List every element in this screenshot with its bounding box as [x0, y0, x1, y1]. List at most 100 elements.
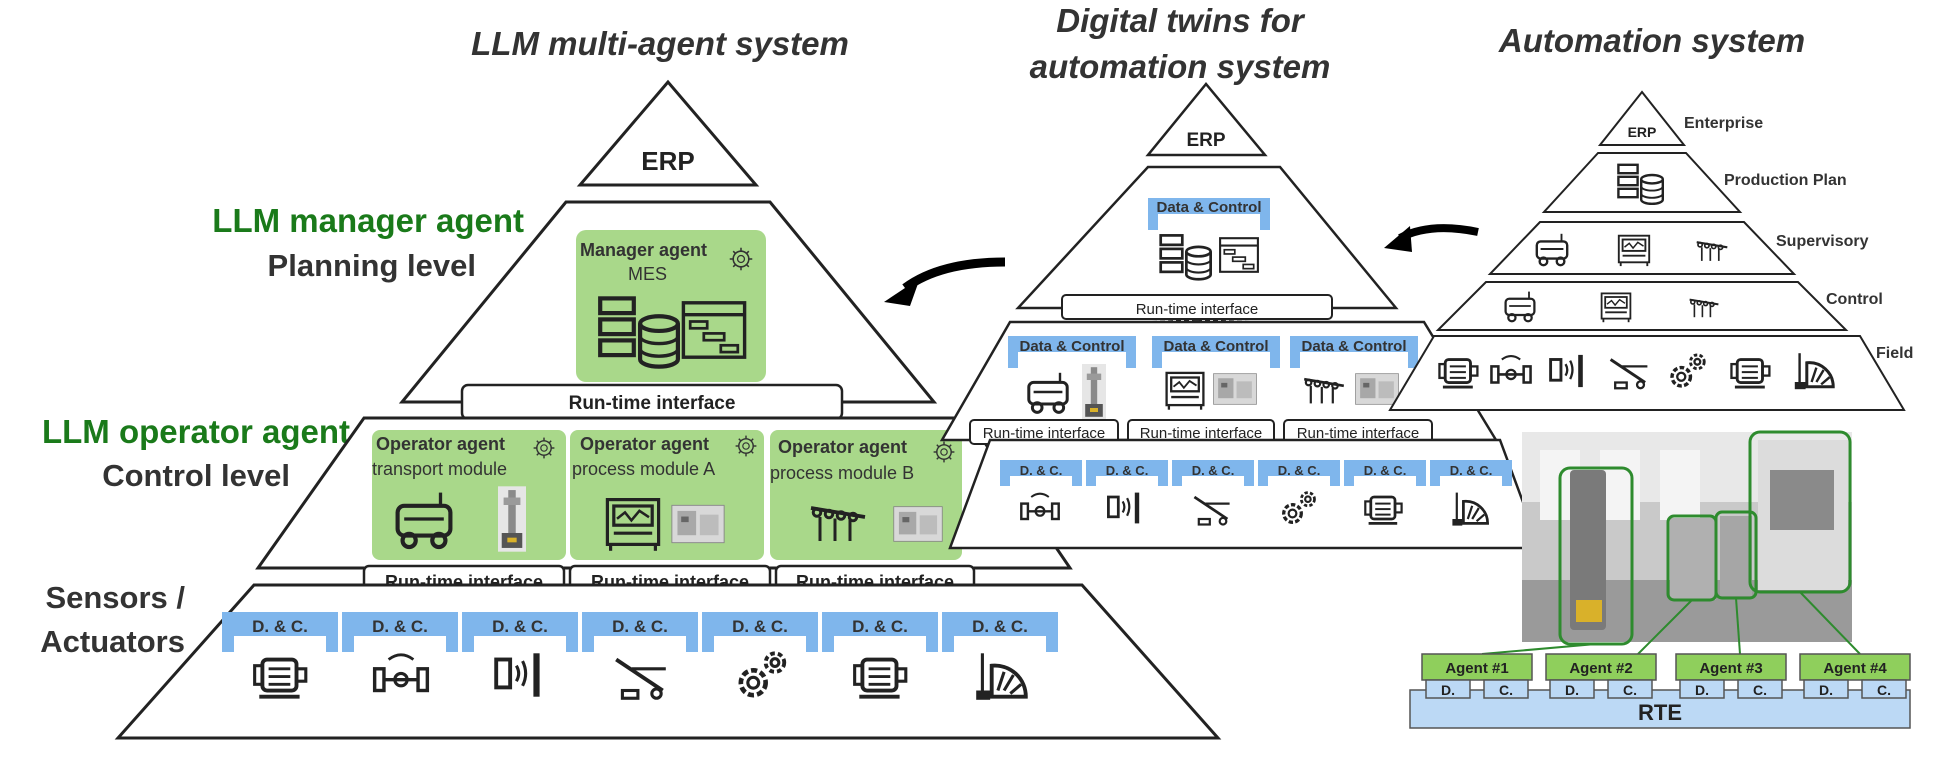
dc-tab-notch: [354, 636, 446, 656]
dc-tab-notch: [1018, 352, 1126, 372]
operator-agent-title-1: Operator agent: [376, 434, 505, 454]
right-erp-label: ERP: [1628, 124, 1657, 140]
agent-c-label: C.: [1623, 682, 1637, 698]
leader-line: [1735, 597, 1741, 655]
agent-d-box: [1549, 679, 1595, 699]
agent-d-label: D.: [1819, 682, 1833, 698]
agent-label: Agent #4: [1823, 660, 1887, 677]
agent-d-box: [1679, 679, 1725, 699]
operator-agent-title-2: Operator agent: [580, 434, 709, 454]
dc-tab-label: D. & C.: [1020, 463, 1063, 478]
level-supervisory: Supervisory: [1776, 233, 1869, 250]
right-pyramid: ERP Enterprise Production Plan Superviso…: [1388, 90, 1913, 411]
dc-tab-label: D. & C.: [732, 617, 788, 636]
agent-c-box: [1737, 679, 1783, 699]
right-erp-tier: [1597, 90, 1687, 146]
process-machine-icon: [605, 497, 661, 553]
arrow-head-left: [884, 278, 920, 306]
dc-tab: D. & C.: [222, 612, 338, 699]
agent-c-label: C.: [1877, 682, 1891, 698]
mid-data-control-top-label: Data & Control: [1157, 199, 1262, 216]
label-planning-level: Planning level: [268, 248, 476, 283]
agent-box[interactable]: [1545, 653, 1657, 681]
agent-d-label: D.: [1695, 682, 1709, 698]
dc-tab-notch: [1010, 476, 1072, 490]
rte-label: RTE: [1638, 700, 1682, 725]
dc-tab-label: D. & C.: [252, 617, 308, 636]
manager-agent-box[interactable]: [576, 230, 766, 382]
dc-tab-notch: [234, 636, 326, 656]
title-automation-system: Automation system: [1498, 22, 1805, 59]
agent-block[interactable]: Agent #4 D. C.: [1799, 653, 1911, 699]
process-module-photo: [1355, 373, 1399, 405]
field-tier: [114, 583, 1222, 740]
dc-tab-label: D. & C.: [612, 617, 668, 636]
agent-block[interactable]: Agent #3D.C.: [1675, 653, 1787, 699]
dc-tab-notch: [1300, 352, 1408, 372]
agent-c-box: [1861, 679, 1907, 699]
dc-tab-label: D. & C.: [972, 617, 1028, 636]
process-machine-photo: [671, 504, 725, 544]
dc-tab-label: D. & C.: [372, 617, 428, 636]
data-control-label: Data & Control: [1164, 338, 1269, 355]
dc-tab: D. & C.: [702, 612, 818, 695]
agent-d-label: D.: [1441, 682, 1455, 698]
agent-label: Agent #1: [1445, 660, 1508, 677]
agent-c-box: [1483, 679, 1529, 699]
dc-tab-notch: [1182, 476, 1244, 490]
dc-tab-notch: [834, 636, 926, 656]
agent-box[interactable]: [1799, 653, 1911, 681]
factory-photo: [1481, 430, 1861, 655]
left-pyramid: ERP Manager agent MES Run-time interface…: [114, 79, 1222, 740]
label-sensors: Sensors /: [45, 580, 185, 615]
dc-tab-notch: [594, 636, 686, 656]
arrow-to-llm-system: [902, 257, 1006, 292]
leader-line: [1637, 599, 1693, 655]
agent-box[interactable]: [1675, 653, 1787, 681]
tab-notch: [1158, 214, 1260, 234]
agent-box[interactable]: [1421, 653, 1533, 681]
right-field-tier: [1388, 335, 1906, 411]
dc-tab: D. & C.: [582, 612, 698, 701]
agent-c-label: C.: [1499, 682, 1513, 698]
agent-c-box: [1607, 679, 1653, 699]
erp-label: ERP: [641, 146, 694, 176]
mid-rti-2-label: Run-time interface: [1140, 425, 1263, 442]
level-control: Control: [1826, 291, 1883, 308]
arrow-to-digital-twin: [1398, 224, 1479, 242]
operator-agent-title-3: Operator agent: [778, 437, 907, 457]
robot-photo: [1082, 364, 1106, 420]
operator-agent-sub-2: process module A: [572, 459, 715, 479]
dc-tab-label: D. & C.: [1278, 463, 1321, 478]
label-actuators: Actuators: [40, 624, 185, 659]
data-control-label: Data & Control: [1302, 338, 1407, 355]
dc-tab-label: D. & C.: [1364, 463, 1407, 478]
label-llm-manager-agent: LLM manager agent: [212, 202, 524, 239]
dc-tab: D. & C.: [822, 612, 938, 699]
process-module-photo: [893, 506, 943, 542]
dc-tab-notch: [954, 636, 1046, 656]
dc-tab: D. & C.: [462, 612, 578, 699]
dc-tab: D. & C.: [342, 612, 458, 693]
mid-rti-1-label: Run-time interface: [983, 425, 1106, 442]
agent-block[interactable]: Agent #1 D. C.: [1421, 653, 1533, 699]
agent-d-box: [1425, 679, 1471, 699]
title-llm-multi-agent-system: LLM multi-agent system: [471, 25, 849, 62]
dc-tab-notch: [714, 636, 806, 656]
dc-tab-label: D. & C.: [852, 617, 908, 636]
process-machine-photo: [1213, 373, 1257, 405]
mid-runtime-interface: [1061, 294, 1333, 320]
manager-agent-mes: MES: [628, 264, 667, 284]
operator-agent-sub-1: transport module: [372, 459, 507, 479]
leader-line: [1481, 643, 1597, 655]
level-production-plan: Production Plan: [1724, 172, 1847, 189]
title-digital-twins-line1: Digital twins for: [1056, 2, 1306, 39]
dc-tab-notch: [474, 636, 566, 656]
dc-tabs-left: D. & C. D. & C. D. & C. D. & C. D. & C. D. & …: [222, 612, 1058, 702]
mid-erp-label: ERP: [1186, 130, 1225, 151]
agents-rte-panel: RTE Agent #1D.C.Agent #2D.C.Agent #3D.C.…: [1409, 653, 1911, 729]
agent-block[interactable]: Agent #2D.C.: [1545, 653, 1657, 699]
level-enterprise: Enterprise: [1684, 115, 1763, 132]
